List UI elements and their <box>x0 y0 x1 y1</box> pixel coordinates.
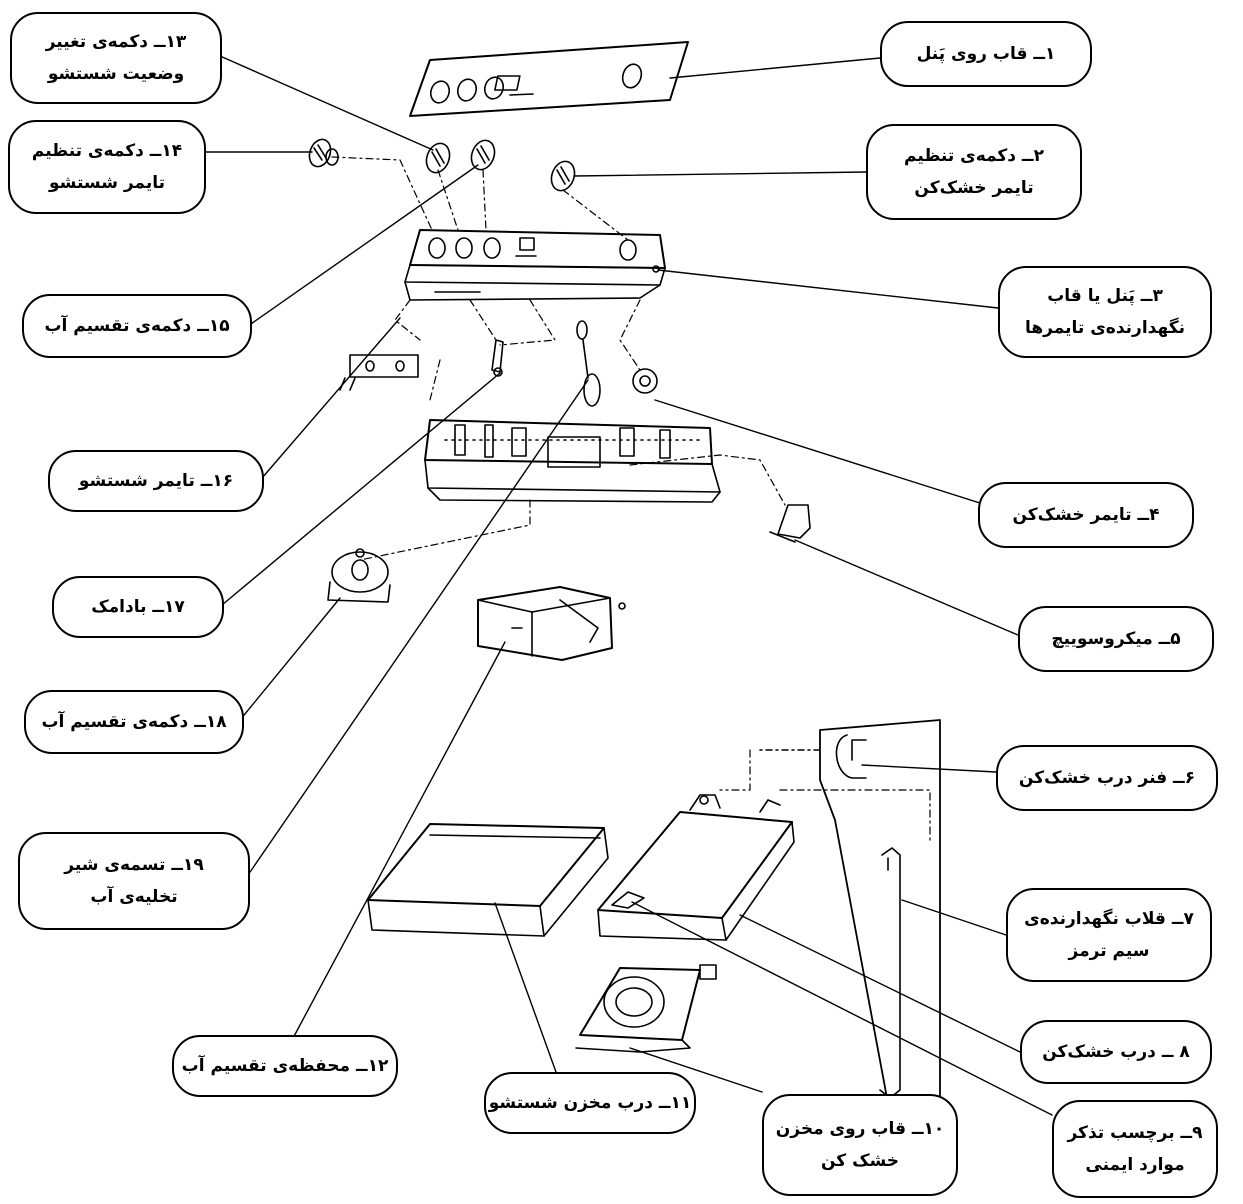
dryer-tank-cover-part <box>575 964 717 1053</box>
label-text: ۲ــ دکمه‌ی تنظیم <box>904 145 1044 166</box>
label-3-panel-holder: ۳ــ پَنل یا قاب نگهدارنده‌ی تایمرها <box>998 266 1212 358</box>
distribution-knob-part <box>327 548 391 603</box>
label-text: ۹ــ برچسب تذکر <box>1067 1122 1203 1143</box>
dryer-lid-part <box>597 794 795 941</box>
label-text: ۱۵ــ دکمه‌ی تقسیم آب <box>44 315 230 336</box>
label-15-distribution-button: ۱۵ــ دکمه‌ی تقسیم آب <box>22 294 252 358</box>
cover-plate-part <box>409 41 689 117</box>
label-13-wash-mode-button: ۱۳ــ دکمه‌ی تغییر وضعیت شستشو <box>10 12 222 104</box>
washer-lid-part <box>367 823 609 937</box>
label-text: تایمر شستشو <box>49 173 165 193</box>
label-4-dryer-timer: ۴ــ تایمر خشک‌کن <box>978 482 1194 548</box>
label-text: خشک کن <box>820 1151 900 1171</box>
label-text: ۱۷ــ بادامک <box>91 596 185 617</box>
label-11-washer-lid: ۱۱ــ درب مخزن شستشو <box>484 1072 696 1134</box>
label-text: تایمر خشک‌کن <box>914 178 1034 198</box>
label-text: وضعیت شستشو <box>47 64 185 84</box>
label-text: ۱۹ــ تسمه‌ی شیر <box>64 854 204 875</box>
label-text: ۱ــ قاب روی پَنل <box>916 43 1056 64</box>
label-7-brake-wire-hook: ۷ــ قلاب نگهدارنده‌ی سیم ترمز <box>1006 888 1212 982</box>
knob-13 <box>425 142 451 174</box>
label-2-dryer-timer-knob: ۲ــ دکمه‌ی تنظیم تایمر خشک‌کن <box>866 124 1082 220</box>
label-text: ۵ــ میکروسوییچ <box>1051 628 1181 649</box>
panel-timer-holder-part <box>404 229 666 301</box>
label-10-dryer-tank-cover: ۱۰ــ قاب روی مخزن خشک کن <box>762 1094 958 1196</box>
side-frame-part <box>759 719 941 1119</box>
label-18-distribution-knob: ۱۸ــ دکمه‌ی تقسیم آب <box>24 690 244 754</box>
label-text: ۱۲ــ محفظه‌ی تقسیم آب <box>181 1055 389 1076</box>
label-text: تخلیه‌ی آب <box>90 887 178 907</box>
label-text: ۱۶ــ تایمر شستشو <box>78 470 234 491</box>
knob-14 <box>308 138 339 168</box>
label-text: ۱۸ــ دکمه‌ی تقسیم آب <box>41 711 227 732</box>
label-19-drain-strap: ۱۹ــ تسمه‌ی شیر تخلیه‌ی آب <box>18 832 250 930</box>
label-text: ۶ــ فنر درب خشک‌کن <box>1018 767 1196 788</box>
label-14-wash-timer-knob: ۱۴ــ دکمه‌ی تنظیم تایمر شستشو <box>8 120 206 214</box>
label-12-distribution-compartment: ۱۲ــ محفظه‌ی تقسیم آب <box>172 1035 398 1097</box>
label-8-dryer-door: ۸ ــ درب خشک‌کن <box>1020 1020 1212 1084</box>
label-text: ۸ ــ درب خشک‌کن <box>1042 1041 1190 1062</box>
micro-switch-part <box>769 504 811 543</box>
label-text: ۱۰ــ قاب روی مخزن <box>775 1118 945 1139</box>
label-9-safety-sticker: ۹ــ برچسب تذکر موارد ایمنی <box>1052 1100 1218 1198</box>
label-text: سیم ترمز <box>1068 941 1150 961</box>
label-text: ۴ــ تایمر خشک‌کن <box>1012 504 1160 525</box>
cam-switch-part <box>491 339 504 377</box>
main-housing-part <box>424 419 721 503</box>
dryer-timer-part <box>632 368 658 394</box>
label-1-cover-plate: ۱ــ قاب روی پَنل <box>880 21 1092 87</box>
label-5-micro-switch: ۵ــ میکروسوییچ <box>1018 606 1214 672</box>
label-text: ۳ــ پَنل یا قاب <box>1047 285 1163 306</box>
label-text: ۱۴ــ دکمه‌ی تنظیم <box>31 140 183 161</box>
label-text: موارد ایمنی <box>1085 1155 1185 1175</box>
washing-timer-part <box>339 354 419 391</box>
label-text: نگهدارنده‌ی تایمرها <box>1025 318 1185 338</box>
drain-strap-part <box>576 320 601 407</box>
label-6-dryer-door-spring: ۶ــ فنر درب خشک‌کن <box>996 745 1218 811</box>
distribution-compartment-part <box>477 586 626 661</box>
knob-2 <box>550 160 576 192</box>
knob-15 <box>470 139 496 171</box>
label-text: ۷ــ قلاب نگهدارنده‌ی <box>1024 908 1194 929</box>
brake-wire-hook-part <box>879 847 901 1099</box>
label-text: ۱۱ــ درب مخزن شستشو <box>488 1092 692 1113</box>
label-17-cam: ۱۷ــ بادامک <box>52 576 224 638</box>
label-16-wash-timer: ۱۶ــ تایمر شستشو <box>48 450 264 512</box>
label-text: ۱۳ــ دکمه‌ی تغییر <box>45 31 187 52</box>
